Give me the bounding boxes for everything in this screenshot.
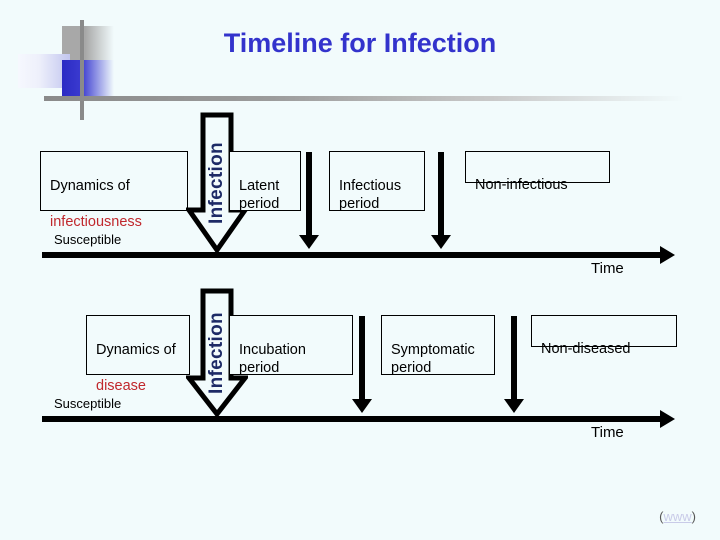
stage-box-non-infectious: Non-infectious xyxy=(465,151,610,193)
dynamics-of-infectiousness-box: Dynamics of infectiousness xyxy=(40,151,188,230)
logo-vertical-bar xyxy=(80,20,84,120)
logo-gray-square xyxy=(62,26,114,66)
stage-box-latent-period: Latent period xyxy=(229,151,301,212)
source-www-link[interactable]: (www) xyxy=(659,509,696,524)
time-axis-line xyxy=(42,416,662,422)
timeline-infectiousness: Dynamics of infectiousness Infection Lat… xyxy=(0,112,720,277)
stage-label: Symptomatic period xyxy=(391,342,475,376)
stage-label: Non-diseased xyxy=(541,341,631,357)
dynamics-emphasis-label: disease xyxy=(96,378,146,394)
time-axis-label: Time xyxy=(591,424,624,441)
stage-label: Non-infectious xyxy=(475,177,568,193)
susceptible-label: Susceptible xyxy=(54,232,122,247)
logo-blue-square xyxy=(62,60,114,100)
open-paren: ( xyxy=(659,509,664,524)
stage-box-incubation-period: Incubation period xyxy=(229,315,353,376)
dynamics-emphasis-label: infectiousness xyxy=(50,214,142,230)
time-axis-arrowhead xyxy=(660,246,675,264)
infection-arrow-1: Infection xyxy=(186,112,248,254)
decorative-logo-mark xyxy=(14,20,684,120)
stage-label: Incubation period xyxy=(239,342,306,376)
stage-divider-arrow-1 xyxy=(299,152,319,249)
stage-label: Infectious period xyxy=(339,178,402,212)
stage-box-infectious-period: Infectious period xyxy=(329,151,425,212)
stage-label: Latent period xyxy=(239,178,280,212)
stage-box-non-diseased: Non-diseased xyxy=(531,315,677,357)
page-title: Timeline for Infection xyxy=(223,28,497,58)
stage-divider-arrow-2 xyxy=(431,152,451,249)
time-axis-line xyxy=(42,252,662,258)
dynamics-prefix-label: Dynamics of xyxy=(50,178,130,194)
logo-lavender-square xyxy=(18,54,70,88)
logo-horizontal-rule xyxy=(44,96,684,101)
stage-divider-arrow-2 xyxy=(504,316,524,413)
stage-box-symptomatic-period: Symptomatic period xyxy=(381,315,495,376)
www-link-text[interactable]: www xyxy=(663,509,692,524)
dynamics-prefix-label: Dynamics of xyxy=(96,342,176,358)
time-axis-arrowhead xyxy=(660,410,675,428)
susceptible-label: Susceptible xyxy=(54,396,122,411)
stage-divider-arrow-1 xyxy=(352,316,372,413)
dynamics-of-disease-box: Dynamics of disease xyxy=(86,315,190,394)
time-axis-label: Time xyxy=(591,260,624,277)
timeline-disease: Dynamics of disease Infection Incubation… xyxy=(0,288,720,453)
close-paren: ) xyxy=(691,509,696,524)
